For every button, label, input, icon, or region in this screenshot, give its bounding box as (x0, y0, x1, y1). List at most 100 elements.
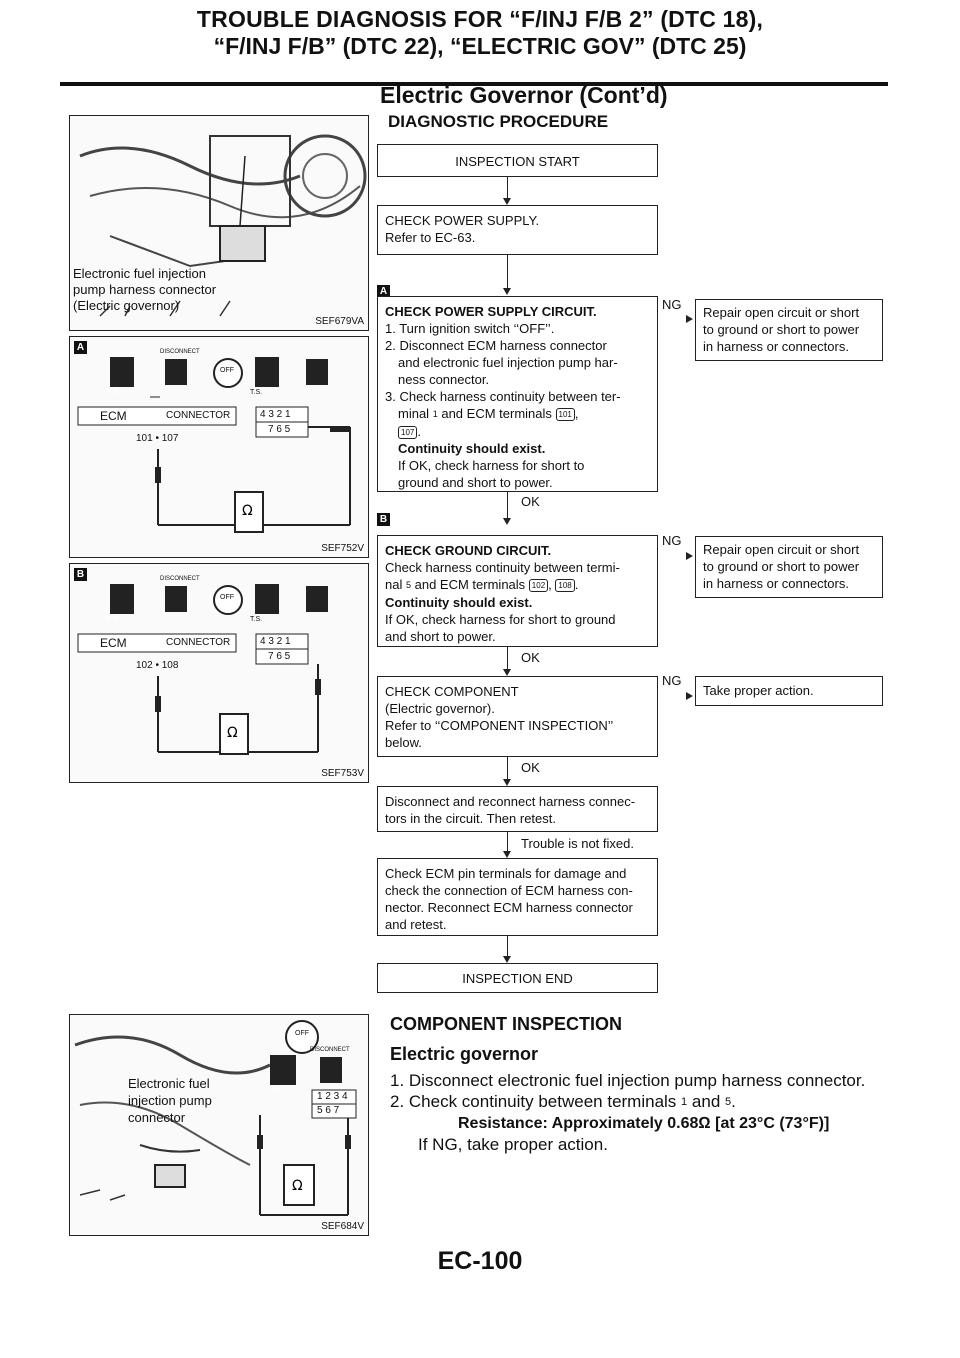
flow-line (507, 936, 508, 956)
page-title-line1: TROUBLE DIAGNOSIS FOR “F/INJ F/B 2” (DTC… (196, 6, 764, 32)
ohm-icon: Ω (227, 725, 238, 741)
inspection-step-1: 1. Disconnect electronic fuel injection … (390, 1071, 866, 1090)
figure-code: SEF684V (321, 1221, 364, 1232)
step-line: nector. Reconnect ECM harness connector (385, 900, 633, 915)
circuit-a-drawing: Ω (77, 357, 351, 533)
title-rule (60, 82, 888, 86)
disconnect-label: DISCONNECT (310, 1047, 350, 1053)
flow-arrow (503, 518, 511, 525)
photo-caption-3: (Electric governor) (73, 298, 180, 313)
ok-label: OK (521, 650, 540, 665)
repair-box-2: Repair open circuit or short to ground o… (695, 536, 883, 598)
step-line: minal 1 and ECM terminals 101, (385, 405, 650, 423)
pin-top-row: 4 3 2 1 (260, 409, 291, 420)
flow-line (507, 832, 508, 851)
circuit-diagram-b: B Ω H.S. DISCONNECT T.S. OFF ECM CONNECT… (69, 563, 369, 783)
terminal-5-icon: 5 (405, 580, 411, 591)
flow-arrow (503, 288, 511, 295)
step-line: Disconnect and reconnect harness connec- (385, 794, 636, 809)
step-line: If OK, check harness for short to (398, 458, 585, 474)
off-label: OFF (295, 1030, 309, 1037)
page-number: EC-100 (437, 1247, 523, 1275)
hs-label: H.S. (106, 616, 120, 623)
step-line: If OK, check harness for short to ground (385, 612, 616, 628)
terminal-102-icon: 102 (528, 579, 549, 593)
connector-label: CONNECTOR (166, 637, 231, 648)
step-title: CHECK POWER SUPPLY CIRCUIT. (385, 304, 597, 319)
flow-arrow (503, 956, 511, 963)
component-inspection-title: COMPONENT INSPECTION (390, 1014, 623, 1034)
photo-fuel-pump-connector: Electronic fuel injection pump harness c… (69, 115, 369, 331)
check-power-supply-box: CHECK POWER SUPPLY. Refer to EC-63. (377, 205, 658, 255)
figure-code: SEF753V (321, 768, 364, 779)
flow-line (507, 492, 508, 518)
take-action-box: Take proper action. (695, 676, 883, 706)
terminal-5-icon: 5 (725, 1096, 732, 1109)
step-line: and retest. (385, 917, 447, 932)
flow-line (507, 757, 508, 779)
photo-caption-3: connector (128, 1110, 186, 1125)
marker-a: A (74, 341, 87, 354)
page-subtitle: Electric Governor (Cont’d) (380, 82, 668, 108)
step-line: tors in the circuit. Then retest. (385, 811, 556, 826)
ecm-label: ECM (100, 409, 127, 423)
check-ground-circuit-box: CHECK GROUND CIRCUIT. Check harness cont… (377, 535, 658, 647)
terminal-108-icon: 108 (555, 579, 575, 593)
repair-box-1: Repair open circuit or short to ground o… (695, 299, 883, 361)
step-line: ground and short to power. (398, 475, 553, 491)
circuit-diagram-a: A Ω H.S. DISCONNECT T.S. OFF ECM CONNECT… (69, 336, 369, 558)
ohm-icon: Ω (292, 1178, 303, 1194)
pin-top-row: 1 2 3 4 (317, 1091, 348, 1102)
ng-arrow (686, 552, 693, 560)
step-line: in harness or connectors. (703, 576, 849, 591)
pins-label: 102 • 108 (136, 660, 179, 671)
step-line: and electronic fuel injection pump har- (398, 355, 618, 370)
step-line: ness connector. (398, 372, 490, 387)
disconnect-label: DISCONNECT (160, 576, 200, 582)
terminal-1-icon: 1 (681, 1096, 688, 1109)
photo-caption-2: injection pump (128, 1093, 212, 1108)
pins-label: 101 • 107 (136, 433, 179, 444)
resistance-spec: Resistance: Approximately 0.68Ω [at 23°C… (458, 1115, 830, 1133)
pin-bottom-row: 7 6 5 (268, 651, 291, 662)
step-line: 2. Disconnect ECM harness connector (385, 338, 607, 353)
figure-code: SEF752V (321, 543, 364, 554)
step-line: check the connection of ECM harness con- (385, 883, 633, 898)
ng-arrow (686, 315, 693, 323)
step-line: Continuity should exist. (398, 441, 546, 457)
flow-arrow (503, 669, 511, 676)
step-line: CHECK COMPONENT (385, 684, 519, 699)
step-line: 1. Turn ignition switch ‘‘OFF’’. (385, 321, 555, 336)
flow-arrow (503, 851, 511, 858)
step-line: CHECK POWER SUPPLY. (385, 213, 540, 228)
inspection-start-box: INSPECTION START (377, 144, 658, 177)
terminal-1-icon: 1 (432, 409, 438, 420)
flow-arrow (503, 779, 511, 786)
governor-photo-illustration: Ω (74, 1020, 357, 1216)
ng-label: NG (662, 297, 682, 312)
ng-label: NG (662, 533, 682, 548)
photo-electric-governor: Ω Electronic fuel injection pump connect… (69, 1014, 369, 1236)
reconnect-box: Disconnect and reconnect harness connec-… (377, 786, 658, 832)
step-line: Refer to ‘‘COMPONENT INSPECTION’’ (385, 718, 614, 733)
electric-governor-subtitle: Electric governor (390, 1044, 539, 1064)
marker-a: A (377, 285, 390, 298)
flow-line (507, 647, 508, 669)
step-line: 107. (385, 423, 650, 440)
photo-caption-1: Electronic fuel (128, 1076, 210, 1091)
step-line: and short to power. (385, 629, 496, 645)
step-line: Repair open circuit or short (703, 305, 860, 320)
ok-label: OK (521, 760, 540, 775)
step-line: Refer to EC-63. (385, 230, 476, 245)
step-title: CHECK GROUND CIRCUIT. (385, 543, 552, 558)
step-line: Continuity should exist. (385, 595, 533, 611)
pin-bottom-row: 5 6 7 (317, 1105, 340, 1116)
photo-caption-2: pump harness connector (73, 282, 217, 297)
step-line: Repair open circuit or short (703, 542, 860, 557)
check-power-circuit-box: CHECK POWER SUPPLY CIRCUIT. 1. Turn igni… (377, 296, 658, 492)
step-line: Check harness continuity between termi- (385, 560, 620, 575)
diagnostic-procedure-title: DIAGNOSTIC PROCEDURE (388, 112, 609, 131)
connector-label: CONNECTOR (166, 410, 231, 421)
photo-caption-1: Electronic fuel injection (73, 266, 206, 281)
step-line: to ground or short to power (703, 559, 860, 574)
